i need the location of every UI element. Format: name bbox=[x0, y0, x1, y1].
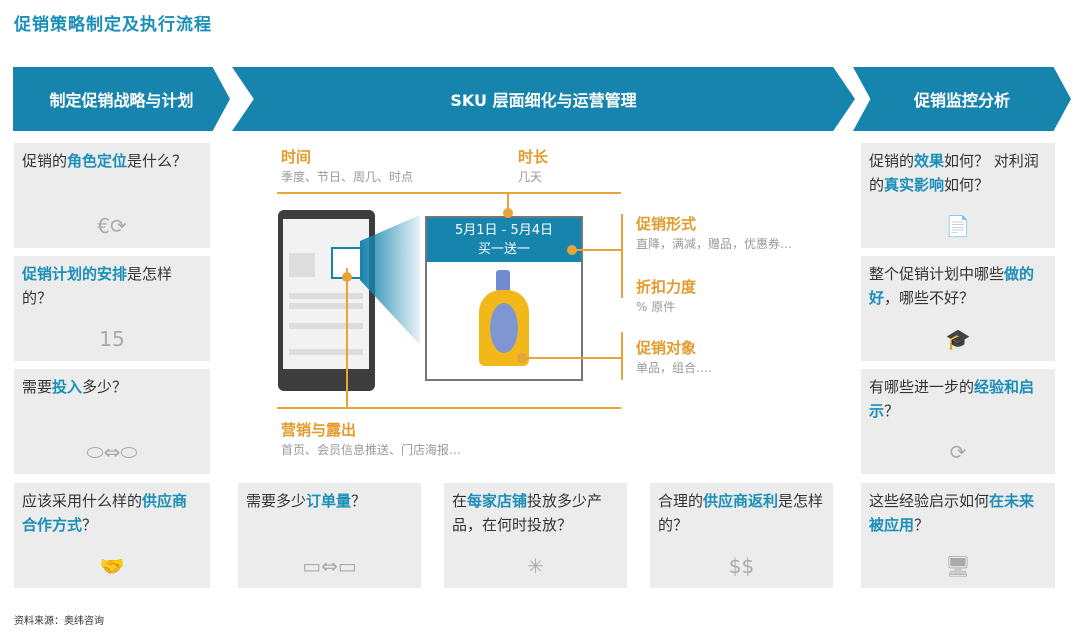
document-check-icon: 📄 bbox=[945, 214, 971, 238]
target-sub: 单品，组合…. bbox=[636, 361, 712, 375]
card-text-segment: 这些经验启示如何 bbox=[869, 492, 990, 510]
card-text: 在每家店铺投放多少产品，在何时投放？ bbox=[452, 489, 619, 537]
discount-label: 折扣力度 bbox=[636, 278, 697, 296]
target-connector bbox=[522, 357, 622, 359]
handshake-icon: 🤝 bbox=[99, 554, 125, 578]
card-text-segment: 促销的 bbox=[869, 152, 915, 170]
highlight-text: 供应商返利 bbox=[703, 492, 779, 510]
network-icon: ✳ bbox=[527, 554, 544, 578]
time-connector bbox=[507, 193, 509, 211]
computer-icon: 🖥 bbox=[945, 554, 971, 578]
date-range: 5月1日 - 5月4日 bbox=[454, 223, 554, 238]
highlight-text: 供应商合作方式 bbox=[22, 492, 188, 534]
graduation-cap-icon: 🎓 bbox=[945, 327, 971, 351]
investment-icon: ⬭⇔⬭ bbox=[86, 440, 138, 464]
calendar-icon: 15 bbox=[99, 327, 125, 351]
marketing-connector bbox=[346, 268, 348, 409]
card-text-segment: 需要多少 bbox=[246, 492, 307, 510]
card-text-segment: 在 bbox=[452, 492, 468, 510]
highlight-text: 真实影响 bbox=[884, 176, 945, 194]
card-text-segment: 是怎样的？ bbox=[22, 265, 173, 307]
highlight-text: 效果 bbox=[914, 152, 945, 170]
source-note: 资料来源：奥纬咨询 bbox=[14, 616, 104, 627]
highlight-text: 角色定位 bbox=[67, 152, 128, 170]
promo-box: 5月1日 - 5月4日 买一送一 bbox=[425, 216, 583, 381]
question-card: 促销计划的安排是怎样的？ 15 bbox=[14, 256, 210, 361]
question-card: 整个促销计划中哪些做的好，哪些不好？ 🎓 bbox=[861, 256, 1055, 361]
question-card: 需要多少订单量？ ▭⇔▭ bbox=[238, 483, 421, 588]
stage-header-strategy: 制定促销战略与计划 bbox=[13, 67, 230, 131]
highlight-text: 经验和启示 bbox=[869, 378, 1035, 420]
card-text-segment: 是什么？ bbox=[127, 152, 188, 170]
highlight-text: 在未来被应用 bbox=[869, 492, 1035, 534]
time-sub: 季度、节日、周几、时点 bbox=[281, 170, 414, 184]
coins-icon: $$ bbox=[728, 554, 755, 578]
card-text-segment: 合理的 bbox=[658, 492, 704, 510]
card-text: 这些经验启示如何在未来被应用？ bbox=[869, 489, 1047, 537]
card-text: 促销计划的安排是怎样的？ bbox=[22, 262, 202, 310]
card-text: 促销的角色定位是什么？ bbox=[22, 149, 202, 173]
card-text-segment: 如何？ bbox=[944, 176, 990, 194]
question-card: 有哪些进一步的经验和启示？ ⟳ bbox=[861, 369, 1055, 474]
target-bracket bbox=[621, 332, 623, 380]
duration-sub: 几天 bbox=[518, 170, 543, 184]
question-card: 促销的效果如何？ 对利润的真实影响如何？ 📄 bbox=[861, 143, 1055, 248]
page-title: 促销策略制定及执行流程 bbox=[14, 15, 212, 35]
time-line bbox=[277, 192, 621, 194]
time-dot bbox=[503, 208, 513, 218]
marketing-line bbox=[277, 407, 621, 409]
promo-text: 买一送一 bbox=[477, 242, 530, 257]
card-text: 应该采用什么样的供应商合作方式？ bbox=[22, 489, 202, 537]
card-text-segment: 有哪些进一步的 bbox=[869, 378, 975, 396]
card-text: 合理的供应商返利是怎样的？ bbox=[658, 489, 825, 537]
euro-cycle-icon: €⟳ bbox=[97, 214, 127, 238]
card-text: 整个促销计划中哪些做的好，哪些不好？ bbox=[869, 262, 1047, 310]
card-text-segment: 如何？ 对利润的 bbox=[869, 152, 1039, 194]
card-text-segment: 促销的 bbox=[22, 152, 68, 170]
card-text: 需要多少订单量？ bbox=[246, 489, 413, 513]
card-text-segment: ，哪些不好？ bbox=[884, 289, 975, 307]
phone-icon bbox=[278, 210, 375, 391]
discount-sub: % 原件 bbox=[636, 300, 676, 314]
card-text-segment: 投放多少产品，在何时投放？ bbox=[452, 492, 603, 534]
card-text-segment: ？ bbox=[82, 516, 98, 534]
stage-header-monitoring: 促销监控分析 bbox=[853, 67, 1071, 131]
bottle-icon bbox=[479, 270, 529, 366]
card-text-segment: 是怎样的？ bbox=[658, 492, 824, 534]
highlight-text: 每家店铺 bbox=[467, 492, 528, 510]
question-card: 应该采用什么样的供应商合作方式？ 🤝 bbox=[14, 483, 210, 588]
marketing-dot bbox=[342, 272, 352, 282]
question-card: 需要投入多少？ ⬭⇔⬭ bbox=[14, 369, 210, 474]
question-card: 促销的角色定位是什么？ €⟳ bbox=[14, 143, 210, 248]
form-label: 促销形式 bbox=[636, 215, 697, 233]
time-label: 时间 bbox=[281, 148, 312, 166]
highlight-text: 促销计划的安排 bbox=[22, 265, 128, 283]
form-connector bbox=[572, 249, 622, 251]
card-text: 需要投入多少？ bbox=[22, 375, 202, 399]
highlight-text: 投入 bbox=[52, 378, 83, 396]
card-text-segment: ？ bbox=[351, 492, 367, 510]
question-card: 在每家店铺投放多少产品，在何时投放？ ✳ bbox=[444, 483, 627, 588]
target-label: 促销对象 bbox=[636, 339, 697, 357]
question-card: 这些经验启示如何在未来被应用？ 🖥 bbox=[861, 483, 1055, 588]
duration-label: 时长 bbox=[518, 148, 549, 166]
card-text-segment: 应该采用什么样的 bbox=[22, 492, 143, 510]
card-text-segment: 整个促销计划中哪些 bbox=[869, 265, 1005, 283]
stage-header-sku: SKU 层面细化与运营管理 bbox=[232, 67, 855, 131]
form-bracket bbox=[621, 214, 623, 298]
card-text-segment: ？ bbox=[914, 516, 930, 534]
highlight-text: 订单量 bbox=[306, 492, 352, 510]
highlight-text: 做的好 bbox=[869, 265, 1035, 307]
card-text-segment: 需要 bbox=[22, 378, 53, 396]
form-sub: 直降，满减，赠品，优惠券… bbox=[636, 237, 793, 251]
refresh-icon: ⟳ bbox=[949, 440, 967, 464]
card-text: 有哪些进一步的经验和启示？ bbox=[869, 375, 1047, 423]
orders-icon: ▭⇔▭ bbox=[302, 554, 357, 578]
card-text-segment: 多少？ bbox=[82, 378, 128, 396]
marketing-label: 营销与露出 bbox=[281, 421, 357, 439]
marketing-sub: 首页、会员信息推送、门店海报… bbox=[281, 443, 462, 457]
card-text: 促销的效果如何？ 对利润的真实影响如何？ bbox=[869, 149, 1047, 197]
question-card: 合理的供应商返利是怎样的？ $$ bbox=[650, 483, 833, 588]
card-text-segment: ？ bbox=[884, 402, 900, 420]
